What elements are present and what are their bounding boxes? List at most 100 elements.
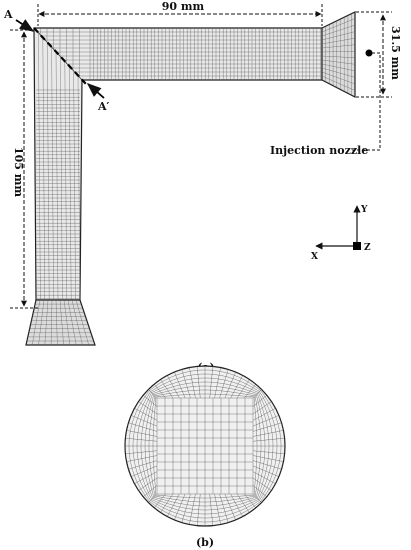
mesh-line xyxy=(252,477,274,492)
mesh-line xyxy=(141,485,158,499)
section-arrow-a xyxy=(15,19,35,32)
mesh-line xyxy=(236,377,251,399)
mesh-line xyxy=(321,67,356,78)
mesh-line xyxy=(144,385,266,507)
outlet-cone xyxy=(321,11,356,98)
mesh-line xyxy=(129,465,158,478)
mesh-line xyxy=(55,299,58,346)
mesh-line xyxy=(125,437,158,442)
mesh-line xyxy=(244,493,258,510)
mesh-line xyxy=(136,400,158,415)
mesh-line xyxy=(252,450,285,455)
mesh-line xyxy=(125,429,158,437)
mesh-line xyxy=(196,493,201,526)
mesh-line xyxy=(159,377,174,399)
mesh-line xyxy=(196,366,201,399)
mesh-line xyxy=(230,373,244,399)
mesh-line xyxy=(252,493,264,505)
mesh-line xyxy=(219,367,229,399)
mesh-line xyxy=(132,471,158,485)
mesh-line xyxy=(214,493,222,526)
panel-b-caption: (b) xyxy=(196,536,214,549)
mesh-line xyxy=(214,366,222,399)
mesh-line xyxy=(63,299,71,346)
mesh-line xyxy=(166,493,180,519)
mesh-line xyxy=(244,382,258,399)
mesh-line xyxy=(173,370,186,399)
x-axis-label: X xyxy=(311,252,318,262)
dimension-horizontal-label: 90 mm xyxy=(162,0,205,13)
mesh-line xyxy=(129,414,158,427)
pipe-mesh-lines xyxy=(26,13,356,346)
mesh-line xyxy=(252,471,278,485)
mesh-line xyxy=(42,37,45,301)
cross-section-panel: (b) xyxy=(124,365,286,549)
z-axis-marker xyxy=(353,242,361,250)
mesh-line xyxy=(321,51,356,53)
mesh-line xyxy=(188,493,196,526)
section-label-a-prime: A′ xyxy=(97,100,110,113)
mesh-line xyxy=(132,373,278,519)
mesh-line xyxy=(32,299,41,346)
mesh-line xyxy=(321,55,356,58)
mesh-line xyxy=(55,51,59,301)
mesh-line xyxy=(321,37,356,45)
mesh-line xyxy=(321,63,356,72)
mesh-line xyxy=(252,429,285,437)
nozzle-label: Injection nozzle xyxy=(270,144,368,157)
mesh-line xyxy=(159,493,174,515)
mesh-line xyxy=(146,493,158,505)
mesh-line xyxy=(252,422,284,432)
mesh-line xyxy=(321,71,356,85)
mesh-line xyxy=(321,75,356,91)
mesh-line xyxy=(126,460,158,470)
mesh-line xyxy=(252,407,278,421)
mesh-line xyxy=(128,369,282,523)
mesh-line xyxy=(51,47,54,301)
mesh-line xyxy=(321,31,356,41)
inlet-cone xyxy=(25,299,96,346)
mesh-line xyxy=(224,370,237,399)
y-axis-label: Y xyxy=(360,205,368,215)
mesh-line xyxy=(321,44,356,49)
mesh-line xyxy=(148,389,262,503)
mesh-line xyxy=(38,299,45,346)
mesh-line xyxy=(230,493,244,519)
mesh-line xyxy=(125,455,158,463)
section-line xyxy=(33,27,87,85)
mesh-line xyxy=(44,299,49,346)
mesh-line xyxy=(252,465,281,478)
mesh-line xyxy=(252,387,264,399)
mesh-line xyxy=(252,485,269,499)
mesh-line xyxy=(321,24,356,37)
mesh-line xyxy=(64,61,67,301)
mesh-line xyxy=(252,400,274,415)
mesh-line xyxy=(181,367,191,399)
mesh-line xyxy=(125,450,158,455)
mesh-line xyxy=(321,59,356,65)
mesh-line xyxy=(219,493,229,525)
coordinate-axes: Y X Z xyxy=(311,205,371,262)
mesh-line xyxy=(152,393,258,499)
mesh-line xyxy=(136,377,274,515)
dimension-vertical-label: 105 mm xyxy=(12,147,25,197)
mesh-line xyxy=(209,493,214,526)
nozzle-marker xyxy=(365,49,373,57)
mesh-line xyxy=(71,299,83,346)
mesh-line xyxy=(141,393,158,407)
mesh-line xyxy=(67,299,77,346)
mesh-line xyxy=(47,42,50,301)
mesh-line xyxy=(224,493,237,522)
mesh-line xyxy=(166,373,180,399)
mesh-line xyxy=(50,299,53,346)
mesh-line xyxy=(209,366,214,399)
mesh-line xyxy=(252,460,284,470)
mesh-line xyxy=(140,381,270,511)
mesh-line xyxy=(173,493,186,522)
nozzle-leader xyxy=(352,52,381,151)
dimension-outlet-label: 31.5 mm xyxy=(389,26,402,80)
mesh-line xyxy=(188,366,196,399)
mesh-line xyxy=(77,75,81,301)
mesh-line xyxy=(181,493,191,525)
